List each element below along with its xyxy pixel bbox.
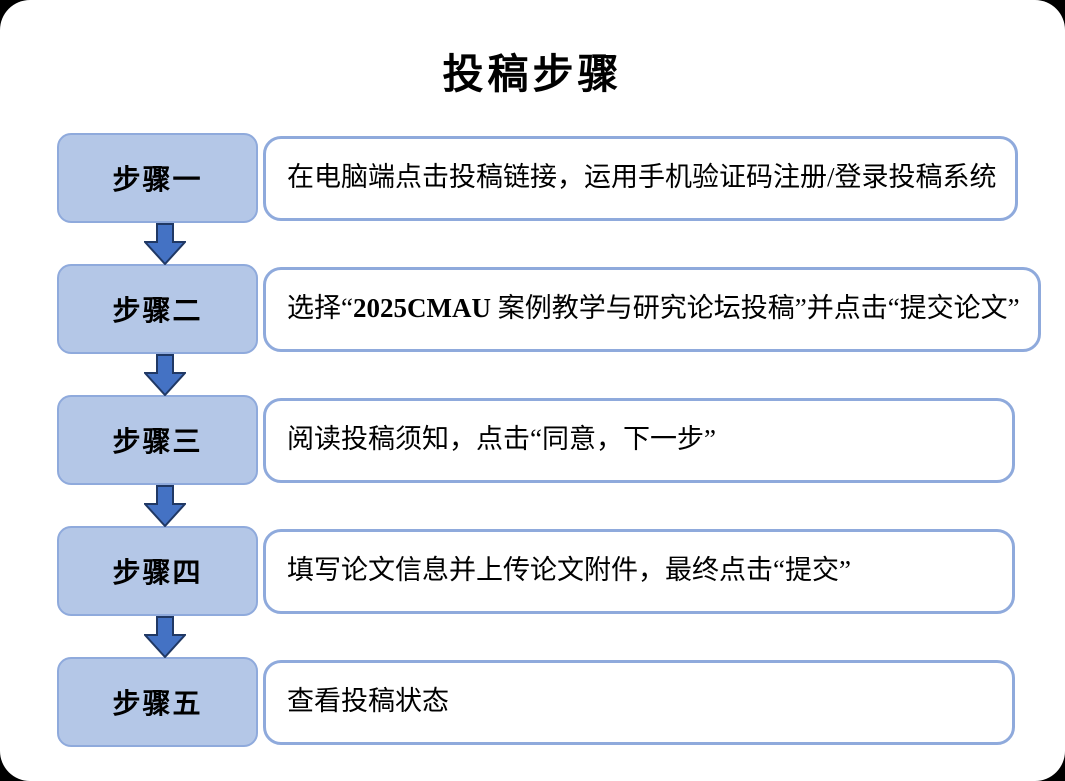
step-5-description-box: 查看投稿状态 [263,659,1015,745]
step-4-label-box: 步骤四 [57,526,258,617]
step-2-description: 选择“2025CMAU 案例教学与研究论坛投稿”并点击“提交论文” [287,293,1020,324]
down-arrow-icon [143,484,186,527]
connector-4-5 [64,615,265,658]
step-4-description-box: 填写论文信息并上传论文附件，最终点击“提交” [263,528,1015,614]
step-row-4: 步骤四 填写论文信息并上传论文附件，最终点击“提交” [57,526,1015,617]
step-5-label-box: 步骤五 [57,657,258,748]
steps-flow: 步骤一 在电脑端点击投稿链接，运用手机验证码注册/登录投稿系统 步骤二 选择“2… [0,133,1065,748]
step-5-description: 查看投稿状态 [287,686,449,717]
step-4-description: 填写论文信息并上传论文附件，最终点击“提交” [287,555,851,586]
step-3-label: 步骤三 [112,427,203,459]
step-2-description-box: 选择“2025CMAU 案例教学与研究论坛投稿”并点击“提交论文” [263,266,1041,352]
step-1-label-box: 步骤一 [57,133,258,224]
connector-2-3 [64,353,265,396]
step-3-description-box: 阅读投稿须知，点击“同意，下一步” [263,397,1015,483]
step-row-5: 步骤五 查看投稿状态 [57,657,1015,748]
step-2-description-bold: 2025CMAU [352,293,491,324]
step-row-3: 步骤三 阅读投稿须知，点击“同意，下一步” [57,395,1015,486]
connector-1-2 [64,222,265,265]
step-3-description: 阅读投稿须知，点击“同意，下一步” [287,424,716,455]
page-title: 投稿步骤 [442,51,623,97]
down-arrow-icon [143,353,186,396]
step-2-label-box: 步骤二 [57,264,258,355]
step-1-description-box: 在电脑端点击投稿链接，运用手机验证码注册/登录投稿系统 [263,135,1018,221]
down-arrow-icon [143,222,186,265]
step-4-label: 步骤四 [112,558,203,590]
step-1-description: 在电脑端点击投稿链接，运用手机验证码注册/登录投稿系统 [287,162,997,193]
step-1-label: 步骤一 [112,165,203,197]
step-5-label: 步骤五 [112,689,203,721]
step-3-label-box: 步骤三 [57,395,258,486]
step-2-label: 步骤二 [112,296,203,328]
step-row-1: 步骤一 在电脑端点击投稿链接，运用手机验证码注册/登录投稿系统 [57,133,1018,224]
down-arrow-icon [143,615,186,658]
step-row-2: 步骤二 选择“2025CMAU 案例教学与研究论坛投稿”并点击“提交论文” [57,264,1041,355]
connector-3-4 [64,484,265,527]
